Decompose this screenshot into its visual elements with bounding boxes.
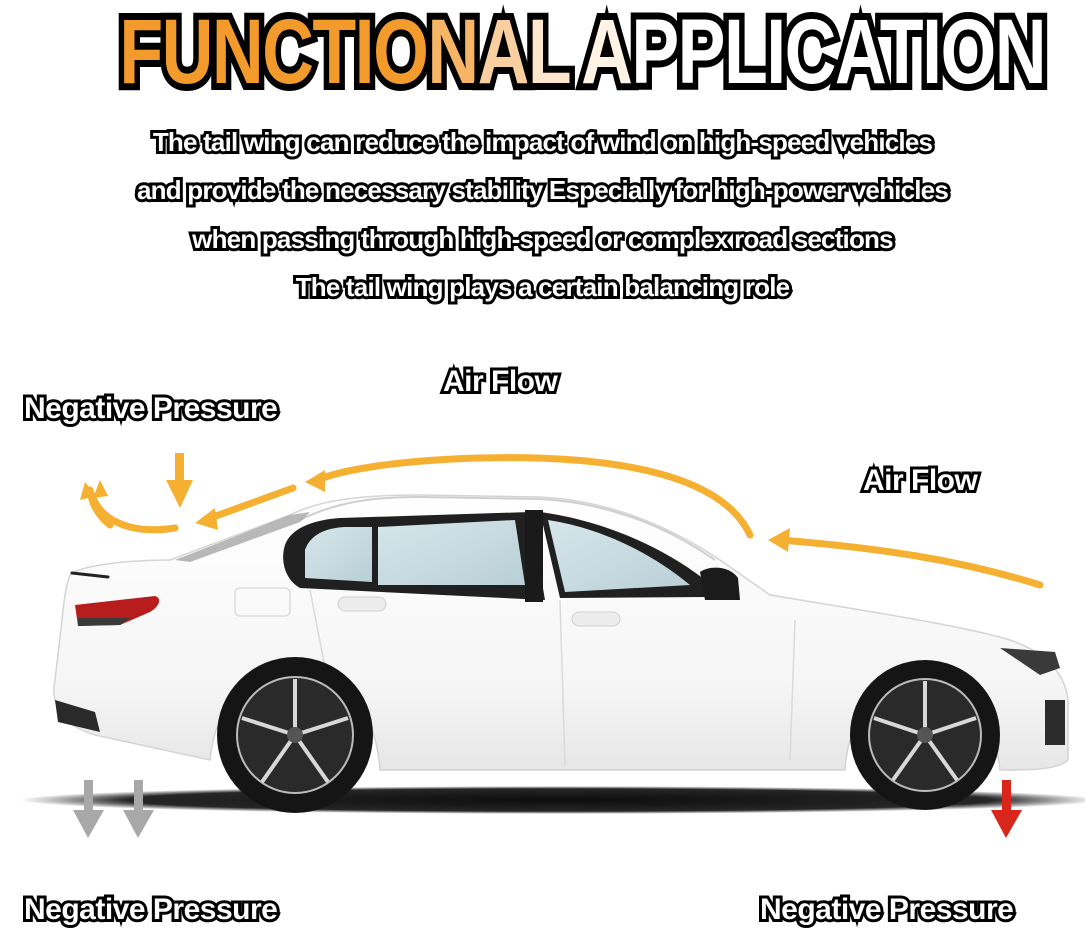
title-word2-first: A — [576, 0, 639, 109]
front-wheel-icon — [850, 660, 1000, 810]
title-word1-part2: N — [422, 0, 485, 109]
negative-pressure-label-bottom-right: Negative Pressure — [757, 890, 1017, 929]
air-flow-label-right: Air Flow — [860, 461, 981, 500]
downforce-arrow-top-icon — [166, 453, 193, 508]
airflow-arrowheads-icon — [80, 470, 790, 552]
front-pressure-arrow-icon — [991, 780, 1022, 838]
car-icon — [53, 494, 1069, 771]
title-word1-part3: A — [472, 0, 535, 109]
title-word1-part1: FUNCTIO — [114, 0, 434, 109]
description-line-4: The tail wing plays a certain balancing … — [293, 269, 793, 305]
title-word2-rest: PPLICATION — [626, 0, 1052, 109]
rear-pressure-arrows-icon — [73, 780, 154, 838]
negative-pressure-label-bottom-left: Negative Pressure — [21, 890, 281, 929]
description-line-3: when passing through high-speed or compl… — [189, 221, 896, 257]
negative-pressure-label-top: Negative Pressure — [21, 389, 281, 428]
description-line-1: The tail wing can reduce the impact of w… — [150, 124, 936, 160]
air-flow-label-top: Air Flow — [440, 362, 561, 401]
airflow-arrows-icon — [86, 454, 1044, 589]
title-word1-part4: L — [522, 0, 577, 109]
rear-wheel-icon — [217, 657, 373, 813]
description-line-2: and provide the necessary stability Espe… — [134, 172, 952, 208]
